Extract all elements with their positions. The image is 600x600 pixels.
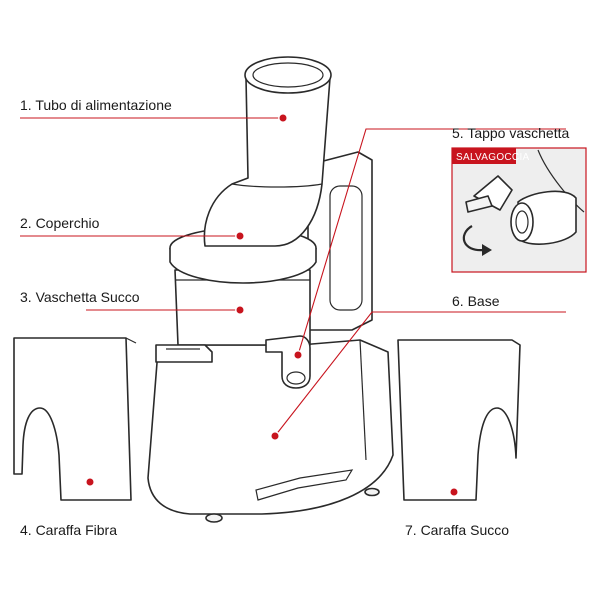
markers (85, 113, 459, 497)
leader-5 (297, 128, 566, 356)
marker-lid (235, 231, 245, 241)
base-foot-left (205, 513, 223, 523)
label-bowl-cap: 5. Tappo vaschetta (452, 125, 569, 141)
leader-lines (20, 117, 566, 437)
inset-tag-bg (452, 148, 516, 164)
label-juice-jug: 7. Caraffa Succo (405, 522, 509, 538)
marker-feed-tube (278, 113, 288, 123)
marker-juice-bowl (235, 305, 245, 315)
label-base: 6. Base (452, 293, 500, 309)
marker-bowl-cap (293, 350, 303, 360)
label-lid: 2. Coperchio (20, 215, 100, 231)
label-fiber-jug: 4. Caraffa Fibra (20, 522, 117, 538)
leader-6 (274, 311, 566, 437)
marker-fiber-jug (85, 477, 95, 487)
juice-jug (397, 339, 521, 501)
label-juice-bowl: 3. Vaschetta Succo (20, 289, 140, 305)
juicer (147, 56, 394, 523)
fiber-jug (13, 337, 137, 501)
inset-tag: SALVAGOCCIA (456, 152, 530, 163)
marker-base (270, 431, 280, 441)
labels: 1. Tubo di alimentazione 2. Coperchio 3.… (20, 97, 569, 538)
juice-spout (265, 335, 311, 389)
label-feed-tube: 1. Tubo di alimentazione (20, 97, 172, 113)
base-foot-right (364, 487, 380, 497)
rotate-arrow-icon (462, 225, 485, 252)
drip-stopper-inset: SALVAGOCCIA (451, 147, 587, 273)
pulp-outlet (155, 344, 213, 363)
marker-juice-jug (449, 487, 459, 497)
